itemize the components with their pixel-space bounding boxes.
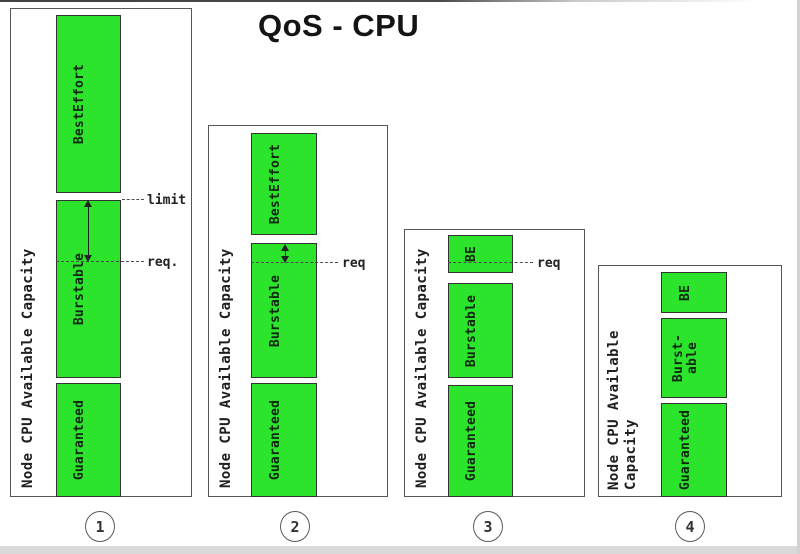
- qos-block-besteffort: BestEffort: [251, 133, 317, 235]
- frame-edge-right: [797, 0, 800, 554]
- step-number: 3: [483, 517, 493, 536]
- arrow-shaft: [87, 206, 90, 256]
- arrowhead-up-icon: [84, 200, 92, 207]
- qos-block-burstable: Burst- able: [661, 318, 727, 398]
- qos-block-label: BE: [464, 245, 480, 263]
- limit-dashed-line: [122, 199, 144, 200]
- slide-title: QoS - CPU: [258, 8, 420, 43]
- qos-block-besteffort: BestEffort: [56, 15, 121, 193]
- step-number-badge-3: 3: [473, 511, 503, 542]
- qos-block-label: Guaranteed: [678, 409, 693, 491]
- request-label: req: [537, 256, 561, 271]
- frame-edge-bottom: [0, 546, 800, 554]
- limit-request-range-arrow: [84, 200, 93, 262]
- qos-block-label: Guaranteed: [464, 400, 480, 482]
- request-dashed-line: [251, 262, 338, 263]
- qos-block-label: BestEffort: [268, 143, 283, 225]
- qos-block-burstable: Burstable: [251, 243, 317, 378]
- request-label: req.: [147, 255, 179, 270]
- axis-label-2: Node CPU Available Capacity: [218, 248, 234, 488]
- qos-block-label: Burstable: [268, 274, 283, 347]
- arrowhead-up-icon: [281, 244, 289, 251]
- qos-block-label: Burstable: [72, 252, 88, 326]
- axis-label-1: Node CPU Available Capacity: [20, 248, 36, 488]
- qos-block-guaranteed: Guaranteed: [251, 383, 317, 497]
- qos-block-guaranteed: Guaranteed: [661, 403, 727, 497]
- limit-label: limit: [147, 193, 187, 208]
- step-number: 2: [290, 517, 300, 536]
- qos-block-label: Burstable: [464, 294, 480, 367]
- frame-edge-top: [0, 0, 800, 2]
- step-number-badge-4: 4: [675, 511, 705, 542]
- axis-label-4: Node CPU Available Capacity: [606, 330, 639, 490]
- step-number: 4: [685, 517, 695, 536]
- step-number-badge-1: 1: [85, 511, 115, 542]
- qos-block-besteffort: BE: [448, 235, 513, 273]
- request-dashed-line: [448, 262, 533, 263]
- qos-block-burstable: Burstable: [448, 283, 513, 378]
- qos-block-besteffort: BE: [661, 272, 727, 313]
- qos-block-label: BestEffort: [72, 63, 88, 145]
- qos-block-label: Guaranteed: [72, 399, 88, 481]
- step-number-badge-2: 2: [280, 511, 310, 542]
- arrowhead-down-icon: [84, 255, 92, 262]
- axis-label-3: Node CPU Available Capacity: [414, 248, 430, 488]
- qos-block-label: Guaranteed: [268, 399, 283, 481]
- arrowhead-down-icon: [281, 256, 289, 263]
- qos-block-label: Burst- able: [670, 333, 700, 383]
- request-dashed-line: [56, 261, 144, 262]
- qos-block-label: BE: [678, 284, 693, 301]
- qos-block-guaranteed: Guaranteed: [56, 383, 121, 497]
- limit-request-range-arrow: [281, 244, 290, 263]
- qos-block-guaranteed: Guaranteed: [448, 385, 513, 497]
- request-label: req: [342, 256, 366, 271]
- step-number: 1: [95, 517, 105, 536]
- arrow-shaft: [284, 250, 287, 257]
